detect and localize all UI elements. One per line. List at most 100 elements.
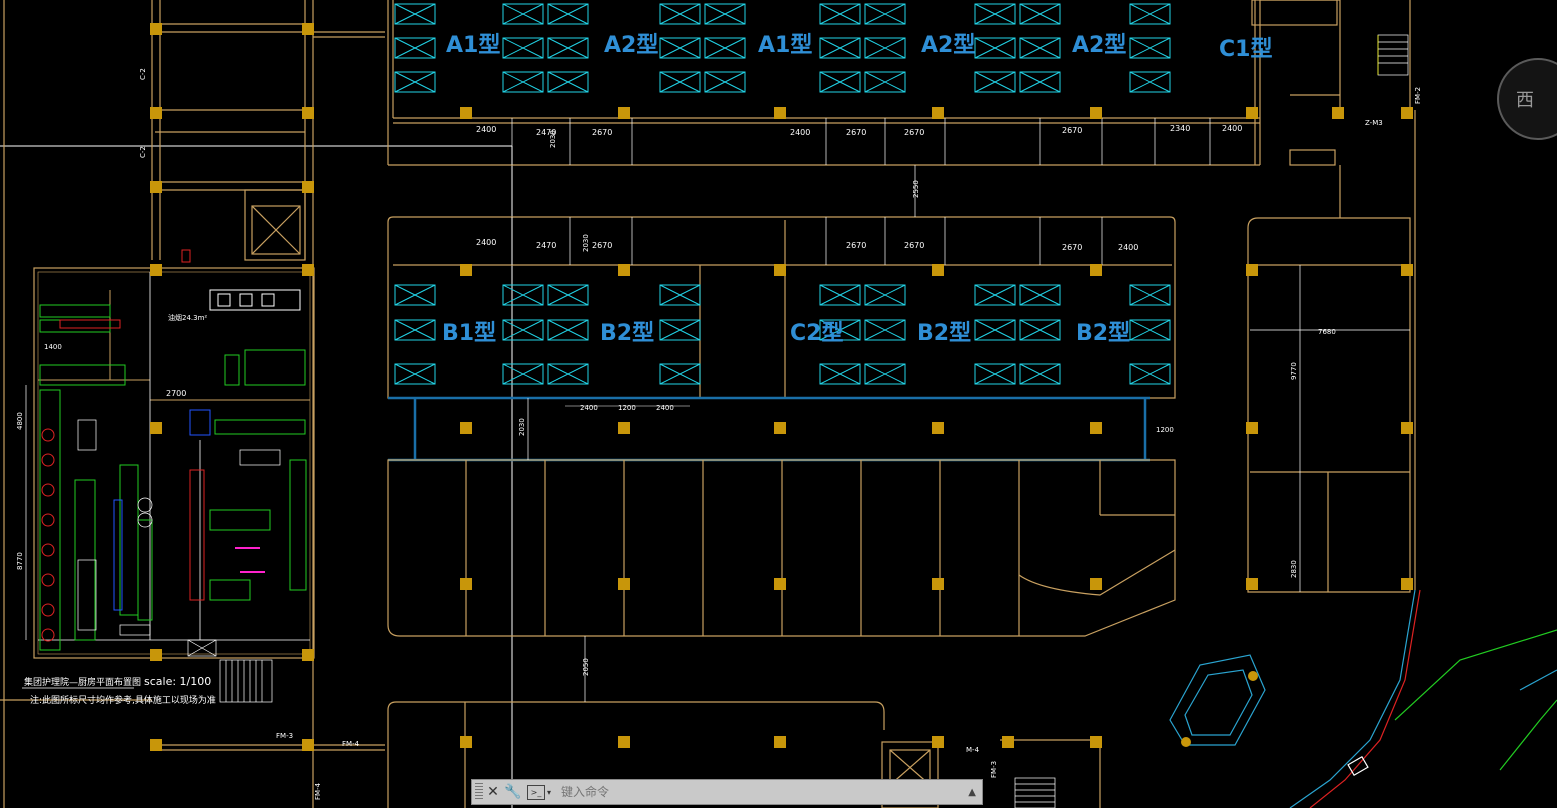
stair-top-right <box>1377 34 1409 76</box>
area-label: 油烟24.3m² <box>168 313 207 322</box>
bed-diagonal <box>864 3 906 25</box>
bed-diagonal <box>1129 71 1171 93</box>
kitchen-plan: 2700 1400 4800 8770 油烟24.3m² <box>16 249 315 703</box>
room-type-label: B1型 <box>442 321 496 346</box>
axis-label-c2-b: C-2 <box>139 146 147 158</box>
structural-columns <box>150 23 1413 751</box>
dim-1400: 1400 <box>44 343 62 351</box>
right-room-block <box>1247 0 1416 593</box>
wrench-icon[interactable]: 🔧 <box>504 784 522 800</box>
bed-outline <box>864 284 906 306</box>
column-marker <box>302 739 314 751</box>
command-input[interactable] <box>559 784 924 800</box>
axis-label-fm3-b: FM-3 <box>990 761 998 778</box>
bed-outline <box>974 37 1016 59</box>
column-marker <box>1401 578 1413 590</box>
bed-diagonal <box>502 37 544 59</box>
bed-diagonal <box>974 319 1016 341</box>
bed-diagonal <box>864 71 906 93</box>
column-marker <box>1246 578 1258 590</box>
dim-vertical-2: 2030 <box>582 234 590 252</box>
dim-vertical-3: 2050 <box>582 658 590 676</box>
bed-outline <box>1129 71 1171 93</box>
bed-diagonal <box>394 71 436 93</box>
column-marker <box>618 578 630 590</box>
bed-diagonal <box>394 3 436 25</box>
column-marker <box>1401 107 1413 119</box>
close-icon[interactable]: ✕ <box>487 784 499 800</box>
command-prompt-button[interactable]: >_ ▾ <box>527 784 552 800</box>
dim-9770: 9770 <box>1290 362 1298 380</box>
column-marker <box>1332 107 1344 119</box>
bed-outline <box>659 71 701 93</box>
bed-outline <box>394 319 436 341</box>
bed-diagonal <box>974 284 1016 306</box>
column-marker <box>1246 422 1258 434</box>
bed-outline <box>1019 284 1061 306</box>
bed-diagonal <box>864 284 906 306</box>
bed-diagonal <box>547 363 589 385</box>
column-marker <box>302 649 314 661</box>
bed-diagonal <box>502 284 544 306</box>
axis-label-m4: M-4 <box>966 746 980 754</box>
bed-diagonal <box>502 363 544 385</box>
column-marker <box>932 107 944 119</box>
bed-diagonal <box>1129 284 1171 306</box>
bed-outline <box>819 3 861 25</box>
bed-diagonal <box>1129 3 1171 25</box>
column-marker <box>150 264 162 276</box>
stair-bottom-right <box>1014 777 1056 808</box>
left-building-walls <box>0 0 385 808</box>
bed-diagonal <box>819 71 861 93</box>
bed-diagonal <box>1019 37 1061 59</box>
bed-outline <box>502 37 544 59</box>
column-marker <box>1090 264 1102 276</box>
column-marker <box>150 739 162 751</box>
column-marker <box>1246 107 1258 119</box>
bed-diagonal <box>819 319 861 341</box>
dim-4800: 4800 <box>16 412 24 430</box>
lower-room-block <box>387 459 1176 808</box>
bed-diagonal <box>1129 319 1171 341</box>
bed-outline <box>974 284 1016 306</box>
drag-handle-icon[interactable] <box>475 783 483 801</box>
bed-furniture <box>394 3 1171 385</box>
axis-label-c2-a: C-2 <box>139 68 147 80</box>
column-marker <box>932 736 944 748</box>
bed-outline <box>547 319 589 341</box>
bed-outline <box>864 37 906 59</box>
dim-mid-5: 2670 <box>1062 243 1082 252</box>
bed-outline <box>864 319 906 341</box>
bed-outline <box>502 284 544 306</box>
column-marker <box>302 181 314 193</box>
bed-outline <box>974 71 1016 93</box>
column-marker <box>774 578 786 590</box>
room-type-label: A1型 <box>758 33 812 58</box>
bed-outline <box>704 37 746 59</box>
bed-outline <box>659 284 701 306</box>
dim-corridor-0: 2400 <box>580 404 598 412</box>
bed-outline <box>1129 37 1171 59</box>
bed-diagonal <box>974 363 1016 385</box>
dim-corridor-2: 2400 <box>656 404 674 412</box>
room-partitions <box>511 118 1211 702</box>
chevron-down-icon: ▾ <box>547 787 552 797</box>
bed-diagonal <box>704 3 746 25</box>
bed-diagonal <box>659 3 701 25</box>
axis-label-fm3: FM-3 <box>276 732 293 740</box>
plan-title: 集团护理院—厨房平面布置图 <box>24 676 141 688</box>
bed-outline <box>1129 3 1171 25</box>
bed-diagonal <box>1019 319 1061 341</box>
dim-top-4: 2670 <box>846 128 866 137</box>
column-marker <box>932 422 944 434</box>
axis-label-fm4: FM-4 <box>342 740 360 748</box>
column-marker <box>774 107 786 119</box>
column-marker <box>302 23 314 35</box>
command-history-arrow-icon[interactable]: ▲ <box>968 786 976 798</box>
dim-top-5: 2670 <box>904 128 924 137</box>
bed-outline <box>864 363 906 385</box>
column-marker <box>774 264 786 276</box>
bed-diagonal <box>1019 3 1061 25</box>
column-marker <box>1090 736 1102 748</box>
